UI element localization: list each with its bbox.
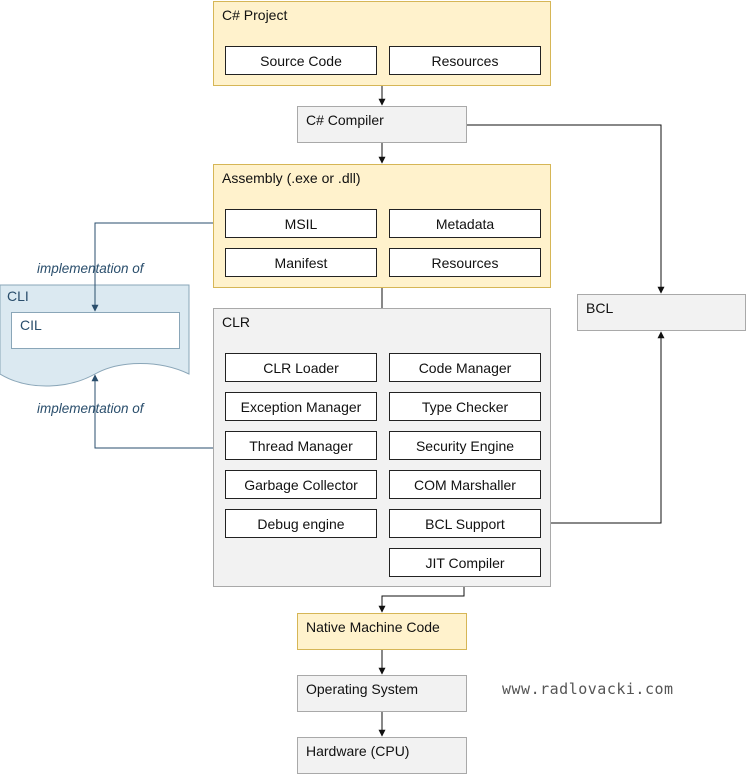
native-machine-code-box: Native Machine Code <box>297 613 467 650</box>
code-manager-box: Code Manager <box>389 353 541 382</box>
cil-box: CIL <box>11 312 180 349</box>
garbage-collector-box: Garbage Collector <box>225 470 377 499</box>
bcl-support-box: BCL Support <box>389 509 541 538</box>
source-code-box: Source Code <box>225 46 377 75</box>
jit-compiler-box: JIT Compiler <box>389 548 541 577</box>
type-checker-box: Type Checker <box>389 392 541 421</box>
csharp-project-title: C# Project <box>222 7 288 23</box>
clr-group: CLR CLR Loader Code Manager Exception Ma… <box>213 308 551 587</box>
arrow-bcl-support-to-bcl <box>540 331 665 524</box>
exception-manager-box: Exception Manager <box>225 392 377 421</box>
bcl-box: BCL <box>577 294 746 331</box>
operating-system-box: Operating System <box>297 675 467 712</box>
implementation-note-bottom: implementation of <box>37 401 144 416</box>
operating-system-title: Operating System <box>306 681 419 697</box>
debug-engine-box: Debug engine <box>225 509 377 538</box>
msil-box: MSIL <box>225 209 377 238</box>
csharp-compiler-title: C# Compiler <box>306 112 384 128</box>
implementation-note-top: implementation of <box>37 261 144 276</box>
manifest-box: Manifest <box>225 248 377 277</box>
watermark-text: www.radlovacki.com <box>502 680 674 698</box>
com-marshaller-box: COM Marshaller <box>389 470 541 499</box>
project-resources-box: Resources <box>389 46 541 75</box>
native-machine-code-title: Native Machine Code <box>306 619 440 635</box>
cli-title: CLI <box>7 288 29 304</box>
assembly-resources-box: Resources <box>389 248 541 277</box>
hardware-box: Hardware (CPU) <box>297 737 467 774</box>
bcl-title: BCL <box>586 300 614 316</box>
csharp-project-group: C# Project Source Code Resources <box>213 1 551 86</box>
clr-title: CLR <box>222 314 251 330</box>
thread-manager-box: Thread Manager <box>225 431 377 460</box>
security-engine-box: Security Engine <box>389 431 541 460</box>
clr-loader-box: CLR Loader <box>225 353 377 382</box>
csharp-compiler-box: C# Compiler <box>297 106 467 143</box>
assembly-group: Assembly (.exe or .dll) MSIL Metadata Ma… <box>213 164 551 288</box>
assembly-title: Assembly (.exe or .dll) <box>222 170 361 186</box>
metadata-box: Metadata <box>389 209 541 238</box>
hardware-title: Hardware (CPU) <box>306 743 410 759</box>
